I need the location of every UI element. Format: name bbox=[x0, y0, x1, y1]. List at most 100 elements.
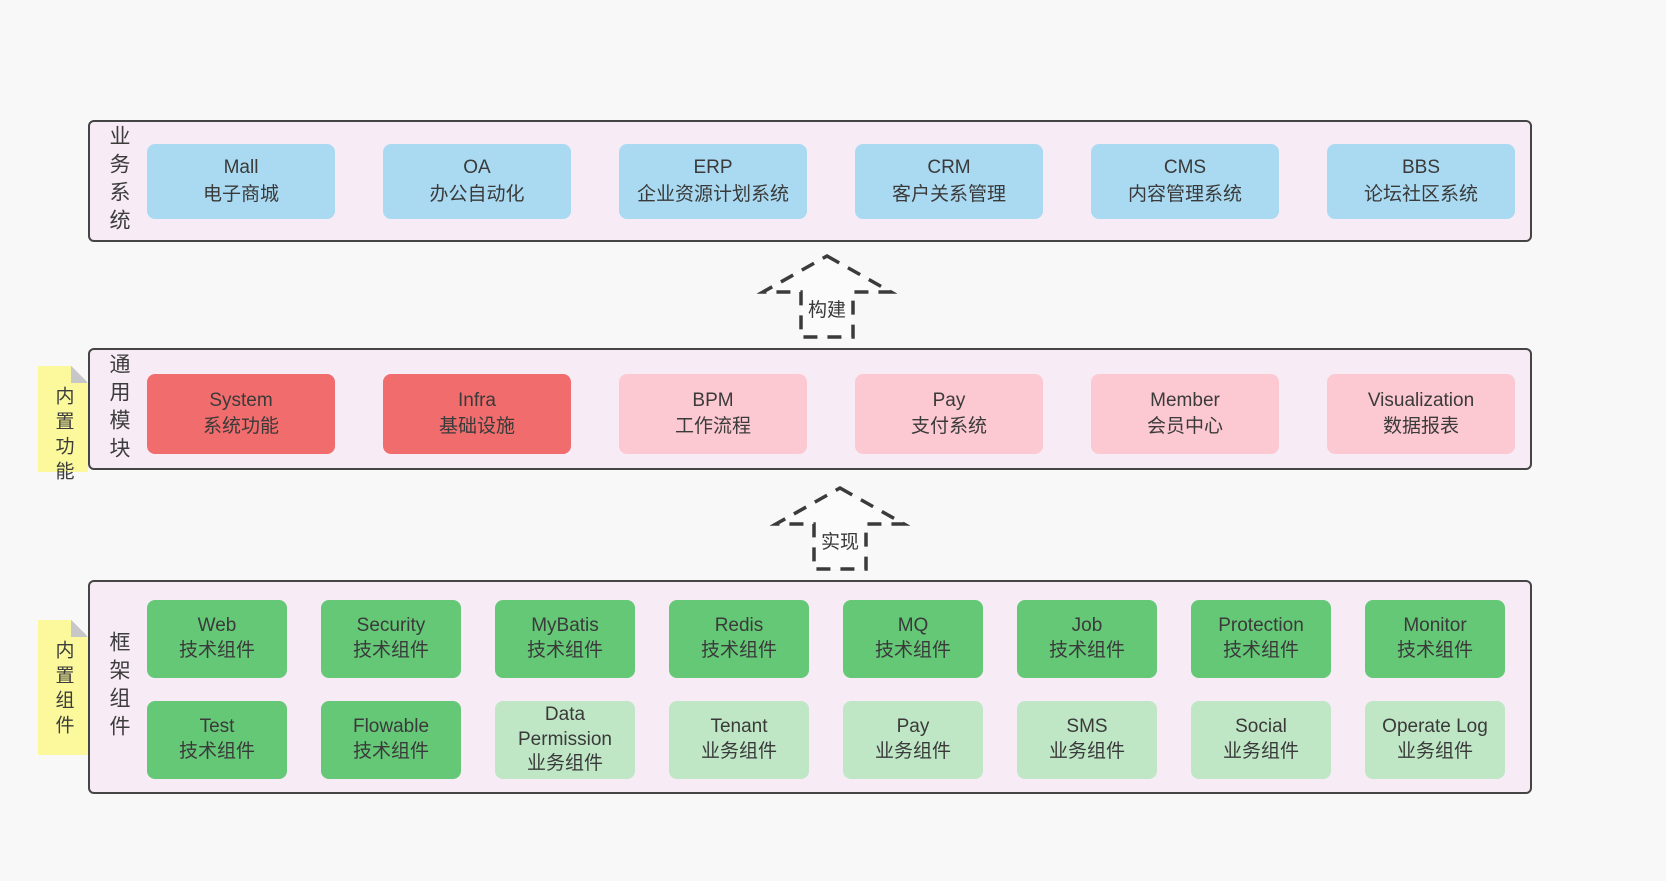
box-bbs: BBS 论坛社区系统 bbox=[1327, 144, 1515, 219]
box-subtitle: 业务组件 bbox=[874, 741, 951, 762]
note-fold-corner-icon bbox=[71, 620, 88, 637]
box-subtitle: 办公自动化 bbox=[429, 183, 525, 205]
box-subtitle: 内容管理系统 bbox=[1127, 183, 1242, 205]
box-subtitle: 技术组件 bbox=[178, 741, 255, 762]
box-title: SMS bbox=[1066, 716, 1108, 738]
tier-common-modules: 通用模块 System 系统功能 Infra 基础设施 BPM 工作流程 Pay… bbox=[88, 348, 1532, 470]
box-pay-component: Pay 业务组件 bbox=[843, 701, 983, 779]
box-subtitle: 技术组件 bbox=[178, 640, 255, 661]
box-title: Visualization bbox=[1367, 389, 1475, 411]
box-subtitle: 企业资源计划系统 bbox=[636, 183, 789, 205]
box-member: Member 会员中心 bbox=[1091, 374, 1279, 454]
box-oa: OA 办公自动化 bbox=[383, 144, 571, 219]
box-title: Pay bbox=[896, 716, 930, 738]
box-subtitle: 技术组件 bbox=[1222, 640, 1299, 661]
box-subtitle: 业务组件 bbox=[700, 741, 777, 762]
note-fold-corner-icon bbox=[71, 366, 88, 383]
box-subtitle: 技术组件 bbox=[526, 640, 603, 661]
box-crm: CRM 客户关系管理 bbox=[855, 144, 1043, 219]
box-title: System bbox=[209, 389, 273, 411]
box-subtitle: 系统功能 bbox=[202, 416, 279, 437]
box-mq: MQ 技术组件 bbox=[843, 600, 983, 678]
box-job: Job 技术组件 bbox=[1017, 600, 1157, 678]
builtin-components-note-label: 内置组件 bbox=[52, 640, 74, 740]
build-arrow-label: 构建 bbox=[804, 294, 850, 323]
box-subtitle: 业务组件 bbox=[1396, 741, 1473, 762]
box-social: Social 业务组件 bbox=[1191, 701, 1331, 779]
box-title: Flowable bbox=[352, 716, 430, 738]
box-erp: ERP 企业资源计划系统 bbox=[619, 144, 807, 219]
box-subtitle: 会员中心 bbox=[1146, 416, 1223, 437]
box-subtitle: 客户关系管理 bbox=[891, 183, 1006, 205]
box-subtitle: 基础设施 bbox=[438, 416, 515, 437]
box-protection: Protection 技术组件 bbox=[1191, 600, 1331, 678]
box-redis: Redis 技术组件 bbox=[669, 600, 809, 678]
box-monitor: Monitor 技术组件 bbox=[1365, 600, 1505, 678]
box-bpm: BPM 工作流程 bbox=[619, 374, 807, 454]
framework-components-row-2: Test 技术组件 Flowable 技术组件 Data Permission … bbox=[147, 701, 1505, 779]
box-mall: Mall 电子商城 bbox=[147, 144, 335, 219]
box-title: Member bbox=[1150, 389, 1220, 411]
box-system: System 系统功能 bbox=[147, 374, 335, 454]
box-subtitle: 工作流程 bbox=[674, 416, 751, 437]
box-title: Job bbox=[1071, 615, 1103, 637]
box-title: MQ bbox=[897, 615, 929, 637]
box-title: Mall bbox=[223, 157, 259, 179]
box-test: Test 技术组件 bbox=[147, 701, 287, 779]
box-title: Infra bbox=[457, 389, 497, 411]
box-cms: CMS 内容管理系统 bbox=[1091, 144, 1279, 219]
box-subtitle: 支付系统 bbox=[910, 416, 987, 437]
box-title: Redis bbox=[714, 615, 764, 637]
box-infra: Infra 基础设施 bbox=[383, 374, 571, 454]
box-pay: Pay 支付系统 bbox=[855, 374, 1043, 454]
box-title: Pay bbox=[932, 389, 966, 411]
box-subtitle: 技术组件 bbox=[700, 640, 777, 661]
box-operate-log: Operate Log 业务组件 bbox=[1365, 701, 1505, 779]
box-title: Operate Log bbox=[1382, 716, 1488, 738]
box-subtitle: 业务组件 bbox=[526, 753, 603, 775]
box-mybatis: MyBatis 技术组件 bbox=[495, 600, 635, 678]
box-subtitle: 论坛社区系统 bbox=[1363, 183, 1478, 205]
box-title: Security bbox=[356, 615, 426, 637]
tier-framework-components-label: 框架组件 bbox=[107, 631, 130, 743]
box-subtitle: 技术组件 bbox=[1396, 640, 1473, 661]
framework-components-row-1: Web 技术组件 Security 技术组件 MyBatis 技术组件 Redi… bbox=[147, 600, 1505, 678]
box-subtitle: 技术组件 bbox=[352, 741, 429, 762]
box-title: Data Permission bbox=[518, 703, 612, 750]
box-flowable: Flowable 技术组件 bbox=[321, 701, 461, 779]
tier-business-systems-label: 业务系统 bbox=[107, 125, 130, 237]
box-web: Web 技术组件 bbox=[147, 600, 287, 678]
box-title: MyBatis bbox=[531, 615, 599, 637]
box-title: Protection bbox=[1218, 615, 1304, 637]
tier-framework-components: 框架组件 Web 技术组件 Security 技术组件 MyBatis 技术组件… bbox=[88, 580, 1532, 794]
box-title: CMS bbox=[1163, 157, 1207, 179]
box-subtitle: 业务组件 bbox=[1048, 741, 1125, 762]
box-sms: SMS 业务组件 bbox=[1017, 701, 1157, 779]
box-visualization: Visualization 数据报表 bbox=[1327, 374, 1515, 454]
box-title: BBS bbox=[1401, 157, 1441, 179]
box-title: Web bbox=[197, 615, 237, 637]
box-tenant: Tenant 业务组件 bbox=[669, 701, 809, 779]
box-title: Social bbox=[1235, 716, 1287, 738]
box-subtitle: 数据报表 bbox=[1382, 416, 1459, 437]
box-subtitle: 技术组件 bbox=[1048, 640, 1125, 661]
box-title: Test bbox=[199, 716, 235, 738]
common-modules-row: System 系统功能 Infra 基础设施 BPM 工作流程 Pay 支付系统… bbox=[147, 374, 1515, 454]
build-arrow: 构建 bbox=[757, 252, 897, 342]
box-subtitle: 技术组件 bbox=[352, 640, 429, 661]
box-subtitle: 技术组件 bbox=[874, 640, 951, 661]
box-security: Security 技术组件 bbox=[321, 600, 461, 678]
tier-common-modules-label: 通用模块 bbox=[107, 353, 130, 465]
builtin-features-note-label: 内置功能 bbox=[52, 386, 74, 486]
implement-arrow-label: 实现 bbox=[817, 526, 863, 555]
tier-business-systems: 业务系统 Mall 电子商城 OA 办公自动化 ERP 企业资源计划系统 CRM… bbox=[88, 120, 1532, 242]
box-title: OA bbox=[463, 157, 491, 179]
box-title: BPM bbox=[692, 389, 734, 411]
box-title: Monitor bbox=[1403, 615, 1467, 637]
implement-arrow: 实现 bbox=[770, 484, 910, 574]
box-title: ERP bbox=[693, 157, 733, 179]
box-subtitle: 电子商城 bbox=[202, 183, 279, 205]
box-title: CRM bbox=[927, 157, 971, 179]
business-systems-row: Mall 电子商城 OA 办公自动化 ERP 企业资源计划系统 CRM 客户关系… bbox=[147, 144, 1515, 219]
